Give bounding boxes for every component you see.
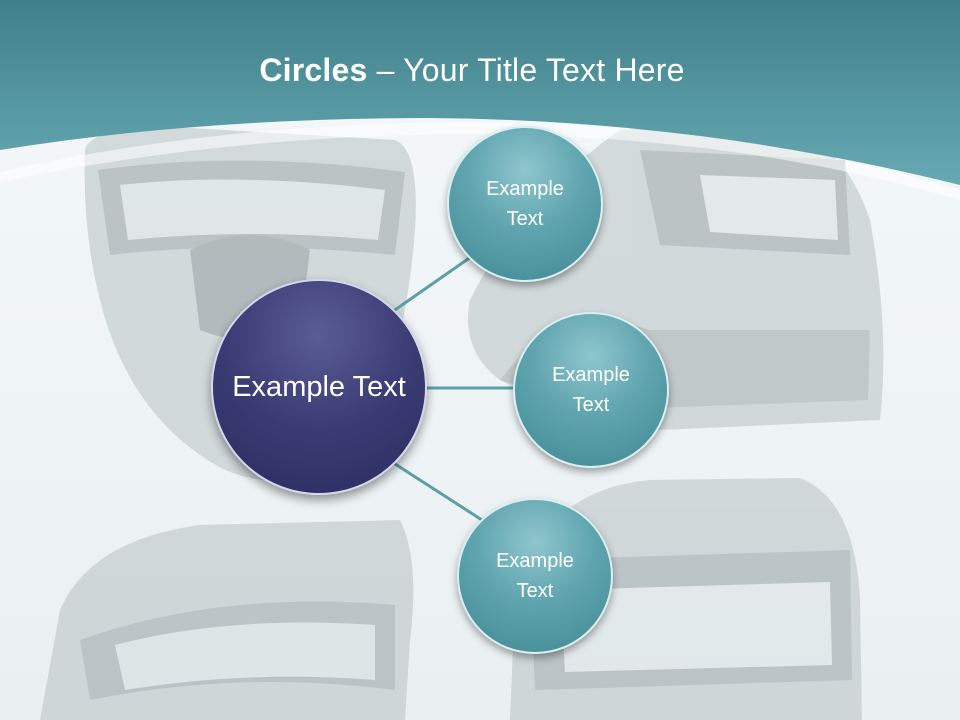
mask-image-bottom-left	[40, 520, 414, 720]
connector-line-bottom	[391, 460, 483, 522]
header-highlight	[0, 122, 960, 200]
satellite-circle-label: Example Text	[496, 550, 574, 602]
satellite-circle-label: Example Text	[486, 178, 564, 230]
satellite-circle-middle[interactable]: Example Text	[513, 312, 669, 468]
center-circle-label: Example Text	[232, 371, 406, 403]
title-rest: – Your Title Text Here	[367, 52, 685, 88]
title-bold: Circles	[259, 52, 368, 88]
slide-title: Circles – Your Title Text Here	[0, 52, 944, 89]
satellite-circle-bottom[interactable]: Example Text	[457, 498, 613, 654]
connector-line-top	[391, 250, 479, 314]
satellite-circle-label: Example Text	[552, 364, 630, 416]
header-band	[0, 0, 960, 185]
satellite-circle-top[interactable]: Example Text	[447, 126, 603, 282]
center-circle[interactable]: Example Text	[211, 279, 427, 495]
